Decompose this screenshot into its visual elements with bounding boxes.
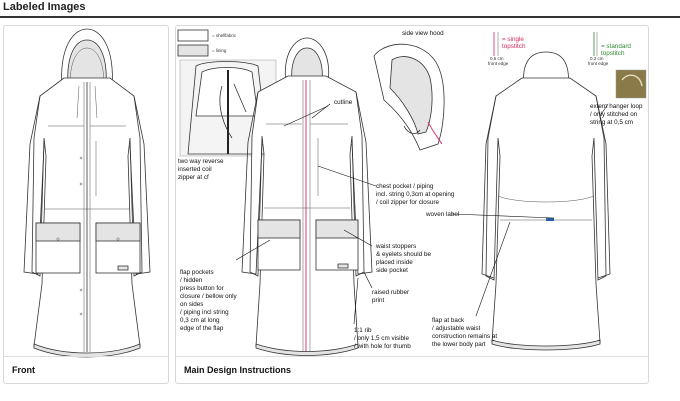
label-flap-pockets-5: on sides — [180, 301, 203, 308]
label-rib-2: / only 1,5 cm visible — [354, 335, 409, 342]
label-front-edge-1b: front edge — [488, 61, 509, 66]
label-front-edge-1a: 0,5 cm — [490, 56, 504, 61]
label-chest-pocket-3: / coil zipper for closure — [376, 199, 439, 206]
section-title: Labeled Images — [3, 1, 86, 13]
title-divider — [0, 16, 680, 18]
shellfabric-swatch — [177, 29, 209, 42]
label-zipper-3: zipper at cf — [178, 174, 209, 181]
label-flap-back-2: / adjustable waist — [432, 325, 481, 332]
lining-swatch — [177, 44, 209, 57]
label-side-view-hood: side view hood — [402, 30, 444, 37]
label-flap-back-4: the lower body part — [432, 341, 486, 348]
caption-bar: Front — [4, 356, 168, 383]
label-cutline: cutline — [334, 99, 353, 106]
card-caption-main: Main Design Instructions — [184, 365, 292, 375]
caption-bar: Main Design Instructions — [176, 356, 648, 383]
card-caption-front: Front — [12, 365, 35, 375]
label-flap-pockets-2: / hidden — [180, 277, 203, 284]
label-rubber-print-2: print — [372, 297, 384, 304]
label-single-topstitch-1: = single — [502, 36, 524, 43]
label-rubber-print-1: raised rubber — [372, 289, 409, 296]
label-zipper-2: inserted coil — [178, 166, 212, 173]
label-hanger-loop-2: / only stitched on — [590, 111, 638, 118]
label-woven-label: woven label — [425, 211, 459, 218]
legend-lining: = lining — [212, 48, 227, 53]
label-flap-pockets-4: closure / bellow only — [180, 293, 238, 300]
label-flap-back-1: flap at back — [432, 317, 465, 324]
image-card-front[interactable]: Front — [3, 25, 169, 384]
label-hanger-loop-1: extern hanger loop — [590, 103, 643, 110]
label-flap-pockets-3: press button for — [180, 285, 224, 292]
label-hanger-loop-3: string at 0,5 cm — [590, 119, 633, 126]
image-card-main-design[interactable]: = shellfabric = lining side view hood — [175, 25, 649, 384]
label-rib-3: / with hole for thumb — [354, 343, 411, 350]
label-standard-topstitch-1: = standard — [601, 43, 631, 50]
main-design-sketch: = shellfabric = lining side view hood — [177, 29, 647, 356]
label-rib-1: 1:1 rib — [354, 327, 372, 334]
label-flap-pockets-6: / piping incl string — [180, 309, 229, 316]
label-chest-pocket-1: chest pocket / piping — [376, 183, 434, 190]
label-flap-pockets-7: 0,3 cm at long — [180, 317, 220, 324]
label-waist-stoppers-3: placed inside — [376, 259, 413, 266]
label-flap-pockets-8: edge of the flap — [180, 325, 224, 332]
label-waist-stoppers-1: waist stoppers — [375, 243, 416, 250]
label-front-edge-2a: 0,2 cm — [590, 56, 604, 61]
label-waist-stoppers-2: & eyelets should be — [376, 251, 431, 258]
label-zipper-1: two way reverse — [178, 158, 224, 165]
label-standard-topstitch-2: topstitch — [601, 50, 625, 57]
label-flap-back-3: construction remains at — [432, 333, 497, 340]
label-chest-pocket-2: incl. string 0,3cm at opening — [376, 191, 455, 198]
legend-shell: = shellfabric — [212, 33, 237, 38]
label-front-edge-2b: front edge — [588, 61, 609, 66]
label-single-topstitch-2: topstitch — [502, 43, 526, 50]
front-sketch — [23, 28, 151, 358]
label-waist-stoppers-4: side pocket — [376, 267, 408, 274]
label-flap-pockets-1: flap pockets — [180, 269, 214, 276]
